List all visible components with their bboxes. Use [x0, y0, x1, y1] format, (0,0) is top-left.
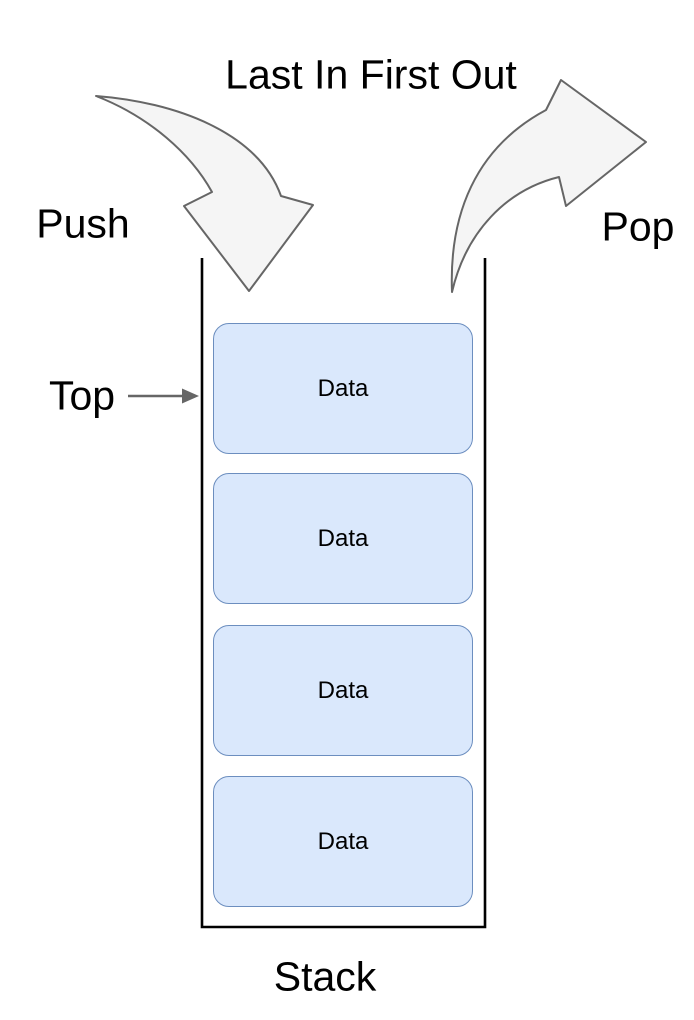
stack-cell-label: Data — [317, 374, 369, 402]
stack-cell-top: Data — [213, 323, 473, 454]
stack-cell-label: Data — [317, 827, 369, 855]
stack-cell: Data — [213, 473, 473, 604]
top-pointer-arrowhead-icon — [182, 388, 199, 404]
stack-container-outline — [200, 258, 487, 929]
stack-cell-label: Data — [317, 524, 369, 552]
stack-caption: Stack — [273, 953, 377, 1000]
push-label: Push — [36, 200, 130, 247]
stack-cell: Data — [213, 625, 473, 756]
pop-curved-arrow-icon — [450, 79, 647, 293]
stack-cell-label: Data — [317, 676, 369, 704]
diagram-title: Last In First Out — [225, 51, 517, 98]
top-label: Top — [48, 372, 116, 419]
pop-label: Pop — [601, 203, 675, 250]
stack-cell-bottom: Data — [213, 776, 473, 907]
push-curved-arrow-icon — [95, 95, 314, 292]
